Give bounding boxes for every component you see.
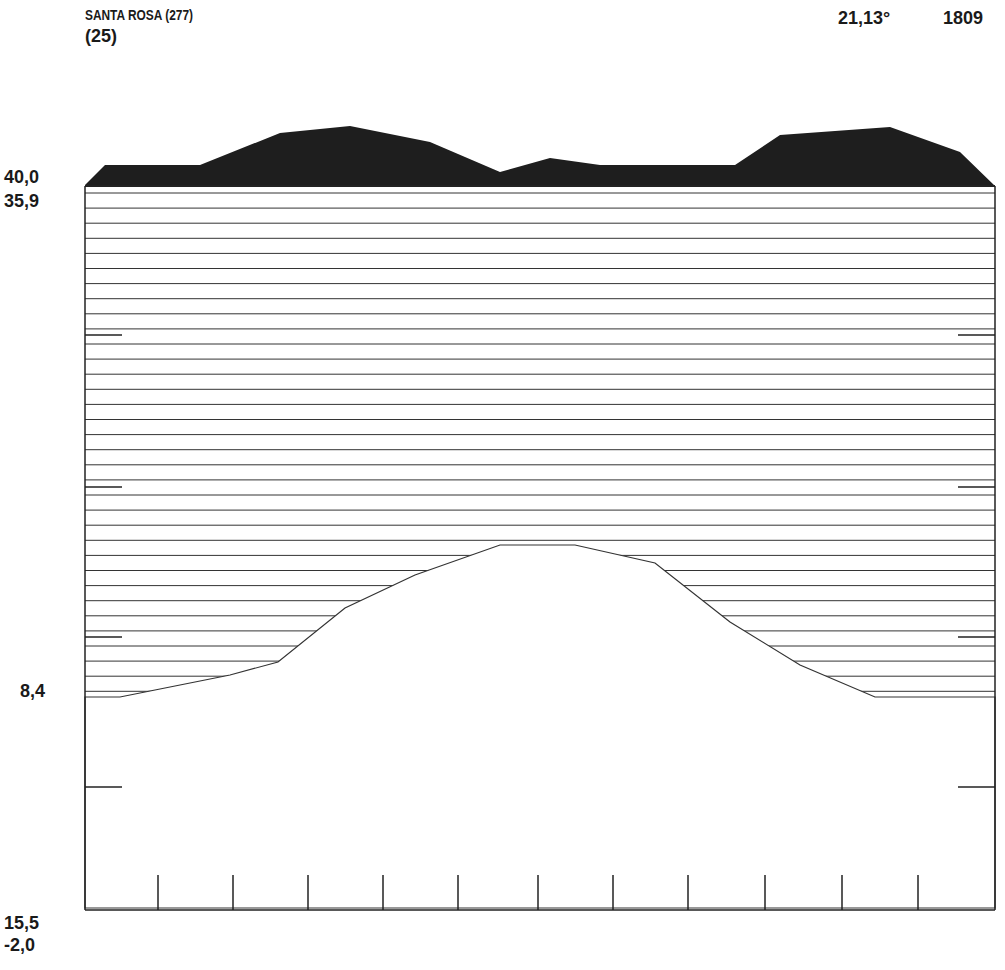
stroke bbox=[85, 238, 995, 239]
stroke bbox=[85, 283, 995, 284]
stroke bbox=[537, 875, 539, 910]
station-number: (25) bbox=[85, 27, 117, 45]
stroke bbox=[85, 510, 995, 511]
stroke bbox=[85, 449, 995, 450]
stroke bbox=[85, 328, 995, 329]
stroke bbox=[85, 786, 122, 788]
stroke bbox=[85, 313, 995, 314]
stroke bbox=[85, 419, 995, 420]
mound bbox=[85, 545, 995, 908]
stroke bbox=[85, 636, 122, 638]
stroke bbox=[85, 434, 995, 435]
scale-value: 8,4 bbox=[20, 682, 45, 700]
stroke bbox=[612, 875, 614, 910]
stroke bbox=[85, 359, 995, 360]
stroke bbox=[85, 389, 995, 390]
frame-right bbox=[994, 186, 996, 910]
year-value: 1809 bbox=[943, 9, 983, 27]
stroke bbox=[85, 525, 995, 526]
stroke bbox=[85, 193, 995, 194]
stroke bbox=[85, 223, 995, 224]
stroke bbox=[958, 636, 995, 638]
stroke bbox=[85, 268, 995, 269]
ticks bbox=[85, 335, 995, 910]
scale-value: 35,9 bbox=[4, 192, 39, 210]
stroke bbox=[232, 875, 234, 910]
scale-value: 40,0 bbox=[4, 168, 39, 186]
stroke bbox=[958, 486, 995, 488]
stroke bbox=[85, 374, 995, 375]
angle-value: 21,13° bbox=[838, 9, 890, 27]
stroke bbox=[85, 253, 995, 254]
station-name: SANTA ROSA (277) bbox=[85, 8, 193, 22]
stroke bbox=[382, 875, 384, 910]
stroke bbox=[85, 404, 995, 405]
stroke bbox=[85, 208, 995, 209]
top-line bbox=[85, 185, 995, 187]
stroke bbox=[958, 334, 995, 336]
stroke bbox=[85, 495, 995, 496]
stroke bbox=[85, 479, 995, 480]
stroke bbox=[764, 875, 766, 910]
frame-left bbox=[84, 186, 86, 910]
stroke bbox=[157, 875, 159, 910]
base-axis bbox=[85, 909, 995, 911]
stroke bbox=[85, 334, 122, 336]
stroke bbox=[85, 464, 995, 465]
stroke bbox=[85, 486, 122, 488]
stroke bbox=[687, 875, 689, 910]
stroke bbox=[958, 786, 995, 788]
hills bbox=[85, 126, 995, 186]
stroke bbox=[85, 540, 995, 541]
stroke bbox=[841, 875, 843, 910]
stroke bbox=[85, 344, 995, 345]
stroke bbox=[307, 875, 309, 910]
scale-value: 15,5 bbox=[4, 914, 39, 932]
stroke bbox=[917, 875, 919, 910]
scale-value: -2,0 bbox=[4, 936, 35, 954]
stroke bbox=[85, 298, 995, 299]
stroke bbox=[457, 875, 459, 910]
